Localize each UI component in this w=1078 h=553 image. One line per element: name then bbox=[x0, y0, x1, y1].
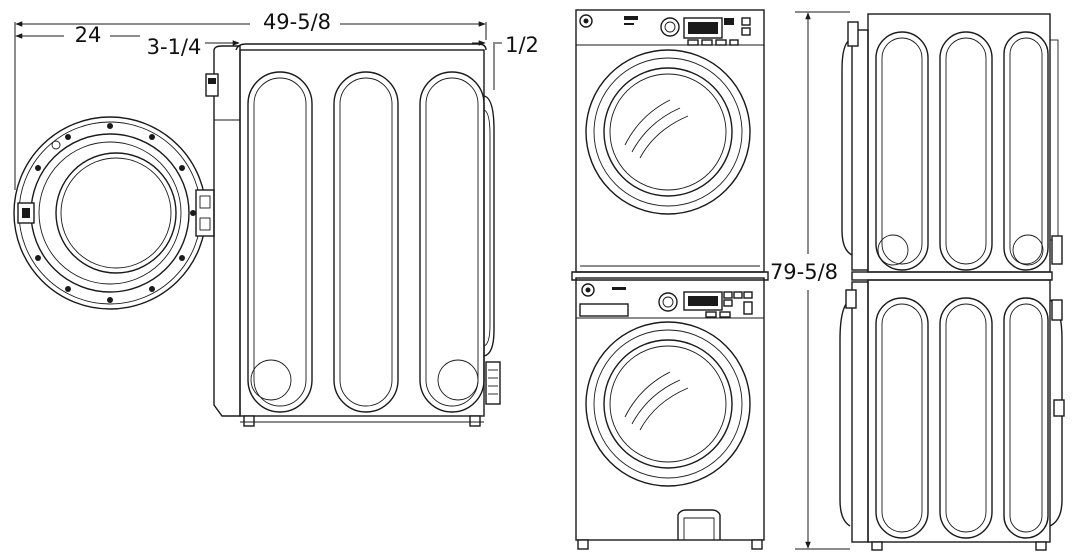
side-dimensions bbox=[14, 21, 502, 190]
door-offset-label: 3-1/4 bbox=[147, 35, 202, 59]
rear-panel bbox=[483, 95, 495, 357]
dryer-control-panel bbox=[660, 17, 751, 46]
washer-control-panel bbox=[658, 291, 753, 318]
side-view-stacked: 79-5/8 bbox=[770, 11, 1065, 551]
stacked-height-label: 79-5/8 bbox=[770, 260, 838, 284]
washer-door bbox=[585, 321, 751, 487]
ge-logo-icon bbox=[579, 14, 593, 28]
washer-front bbox=[575, 277, 765, 541]
stacking-kit bbox=[571, 271, 769, 281]
dryer-door bbox=[585, 49, 751, 215]
side-panel-embossing bbox=[247, 71, 485, 413]
rear-clearance-label: 1/2 bbox=[505, 33, 539, 57]
total-depth-label: 49-5/8 bbox=[263, 10, 331, 34]
side-view-door-open: 49-5/8 24 3-1/4 1/2 bbox=[13, 10, 539, 427]
height-dimension bbox=[795, 11, 850, 550]
dryer-cabinet-side bbox=[867, 13, 1051, 273]
ge-logo-icon bbox=[581, 283, 595, 297]
front-view-stacked bbox=[571, 9, 769, 550]
door-hinge bbox=[195, 189, 215, 237]
filter-door bbox=[677, 509, 721, 540]
depth-door-label: 24 bbox=[75, 23, 102, 47]
washer-cabinet-side bbox=[867, 279, 1051, 543]
open-door bbox=[13, 116, 215, 310]
detergent-drawer bbox=[579, 303, 629, 317]
front-panel-side bbox=[213, 45, 241, 417]
